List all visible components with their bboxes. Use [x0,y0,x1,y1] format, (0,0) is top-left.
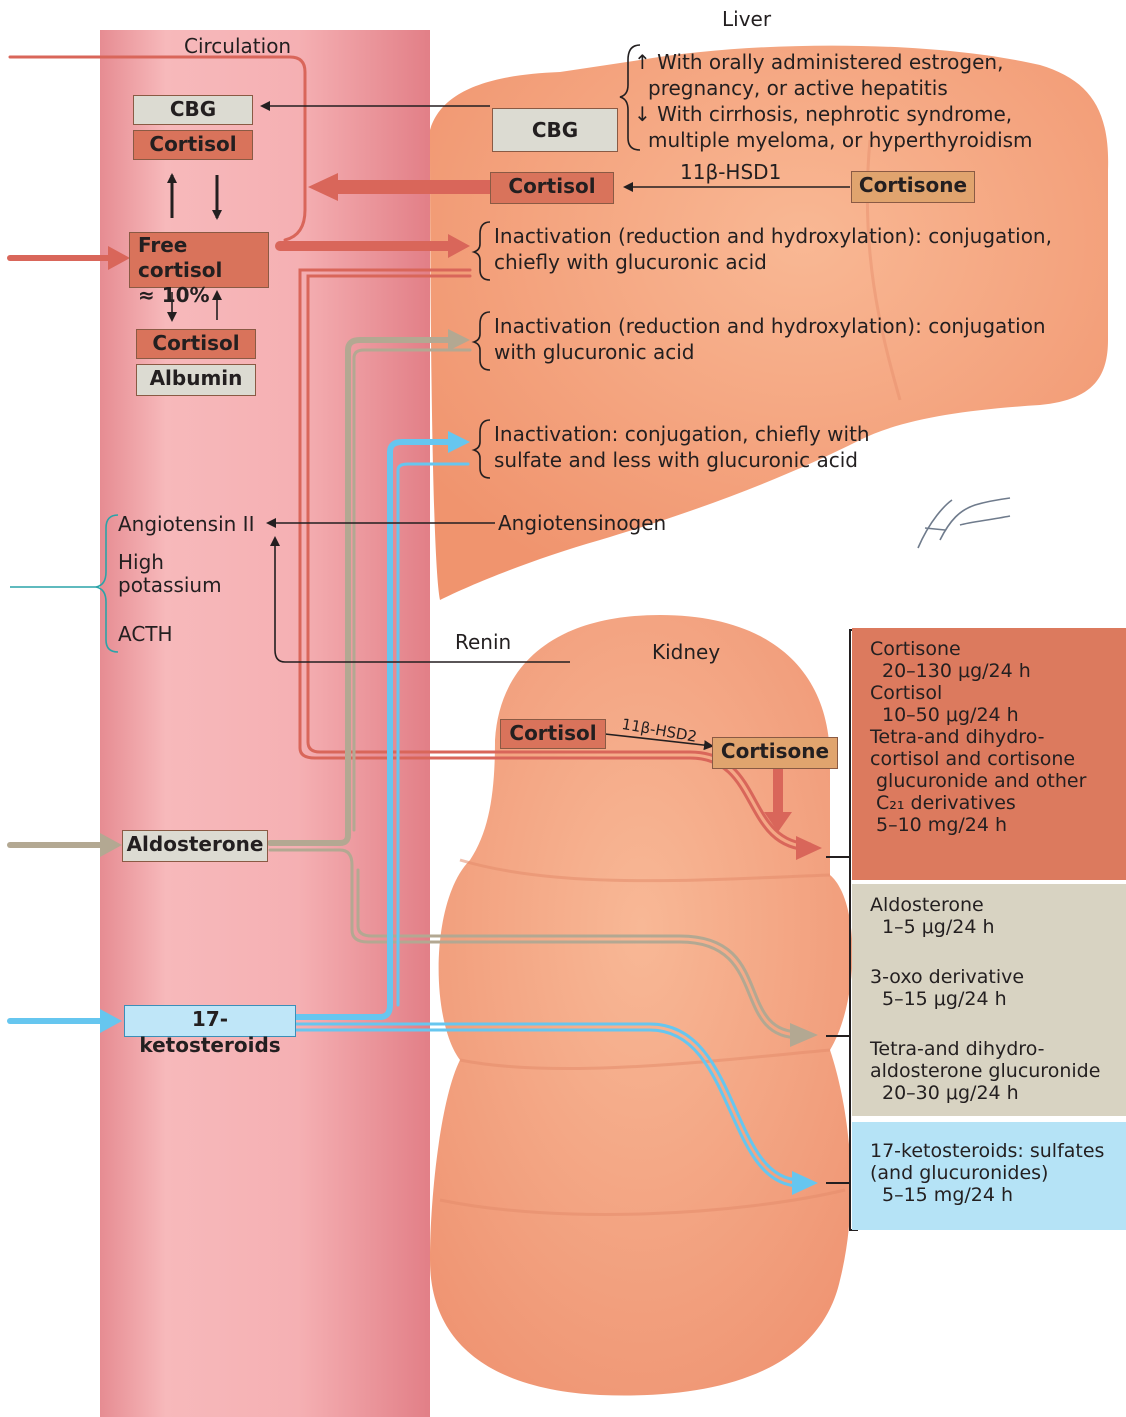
cbg-up-line2: pregnancy, or active hepatitis [648,76,948,100]
cortisol-panel-line-1: 20–130 μg/24 h [870,660,1108,682]
albumin-bound-box-top: Cortisol [136,329,256,359]
control-acth: ACTH [118,622,173,646]
albumin-bound-box-bottom: Albumin [136,364,256,396]
ketosteroid-panel-line-2: 5–15 mg/24 h [870,1184,1108,1206]
aldosterone-urine-panel: Aldosterone 1–5 μg/24 h 3-oxo derivative… [852,884,1126,1116]
liver-label: Liver [722,7,771,31]
liver-cortisone-box: Cortisone [851,171,975,203]
cbg-up-line1: ↑ With orally administered estrogen, [634,50,1003,74]
cortisol-panel-line-6: glucuronide and other [870,770,1108,792]
aldosterone-panel-line-2: 3-oxo derivative [870,966,1108,988]
aldosterone-panel-line-5: aldosterone glucuronide [870,1060,1108,1082]
cortisol-panel-line-2: Cortisol [870,682,1108,704]
control-potassium-line1: High [118,550,164,574]
inactivation-aldosterone-line2: with glucuronic acid [494,340,695,364]
inactivation-cortisol-line2: chiefly with glucuronic acid [494,250,767,274]
cbg-down-line2: multiple myeloma, or hyperthyroidism [648,128,1033,152]
cbg-bound-box-bottom: Cortisol [133,130,253,160]
inactivation-cortisol-line1: Inactivation (reduction and hydroxylatio… [494,224,1052,248]
netter-signature [918,498,1010,548]
free-cortisol-line2: ≈ 10% [138,283,268,308]
free-cortisol-box: Free cortisol ≈ 10% [129,232,269,288]
inactivation-ketosteroid-line1: Inactivation: conjugation, chiefly with [494,422,870,446]
circulation-label: Circulation [184,34,291,58]
aldosterone-panel-line-3: 5–15 μg/24 h [870,988,1108,1010]
control-angiotensin: Angiotensin II [118,512,254,536]
cortisol-panel-line-8: 5–10 mg/24 h [870,814,1108,836]
cortisol-panel-line-4: Tetra-and dihydro- [870,726,1108,748]
cortisol-panel-line-7: C₂₁ derivatives [870,792,1108,814]
cbg-down-line1: ↓ With cirrhosis, nephrotic syndrome, [634,102,1012,126]
free-cortisol-line1: Free cortisol [138,233,268,283]
ketosteroid-urine-panel: 17-ketosteroids: sulfates (and glucuroni… [852,1122,1126,1230]
kidney-label: Kidney [652,640,720,664]
kidney-cortisone-box: Cortisone [712,737,838,769]
kidney-cortisol-box: Cortisol [500,719,606,749]
angiotensinogen-label: Angiotensinogen [498,511,666,535]
control-potassium-line2: potassium [118,573,222,597]
hsd1-label: 11β-HSD1 [680,160,781,184]
cortisol-panel-line-0: Cortisone [870,638,1108,660]
cortisol-urine-panel: Cortisone 20–130 μg/24 h Cortisol 10–50 … [852,628,1126,880]
ketosteroid-panel-line-1: (and glucuronides) [870,1162,1108,1184]
ketosteroids-box: 17-ketosteroids [124,1005,296,1037]
ketosteroid-panel-line-0: 17-ketosteroids: sulfates [870,1140,1108,1162]
liver-cbg-box: CBG [492,108,618,152]
inactivation-ketosteroid-line2: sulfate and less with glucuronic acid [494,448,858,472]
aldosterone-panel-line-4: Tetra-and dihydro- [870,1038,1108,1060]
liver-cortisol-box: Cortisol [490,172,614,204]
cbg-bound-box-top: CBG [133,95,253,125]
aldosterone-box: Aldosterone [122,830,268,862]
renin-label: Renin [455,630,511,654]
aldosterone-panel-line-0: Aldosterone [870,894,1108,916]
cortisol-panel-line-5: cortisol and cortisone [870,748,1108,770]
cortisol-panel-line-3: 10–50 μg/24 h [870,704,1108,726]
inactivation-aldosterone-line1: Inactivation (reduction and hydroxylatio… [494,314,1046,338]
aldosterone-panel-line-6: 20–30 μg/24 h [870,1082,1108,1104]
aldosterone-panel-line-1: 1–5 μg/24 h [870,916,1108,938]
